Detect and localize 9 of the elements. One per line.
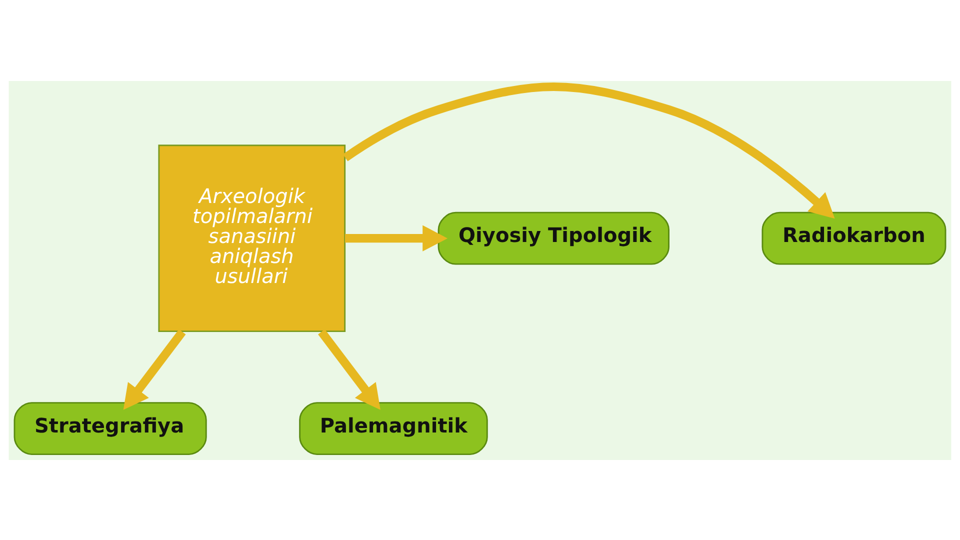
arrow (123, 328, 186, 410)
arrow (318, 328, 380, 410)
node-box: Strategrafiya (14, 402, 207, 454)
node-box: Radiokarbon (762, 211, 946, 264)
node-box: Palemagnitik (299, 402, 488, 454)
node-box: Arxeologik topilmalarni sanasiini aniqlash usullari (158, 144, 346, 332)
arrow (345, 224, 448, 251)
arrow (342, 82, 835, 218)
node-box: Qiyosiy Tipologik (438, 211, 670, 264)
